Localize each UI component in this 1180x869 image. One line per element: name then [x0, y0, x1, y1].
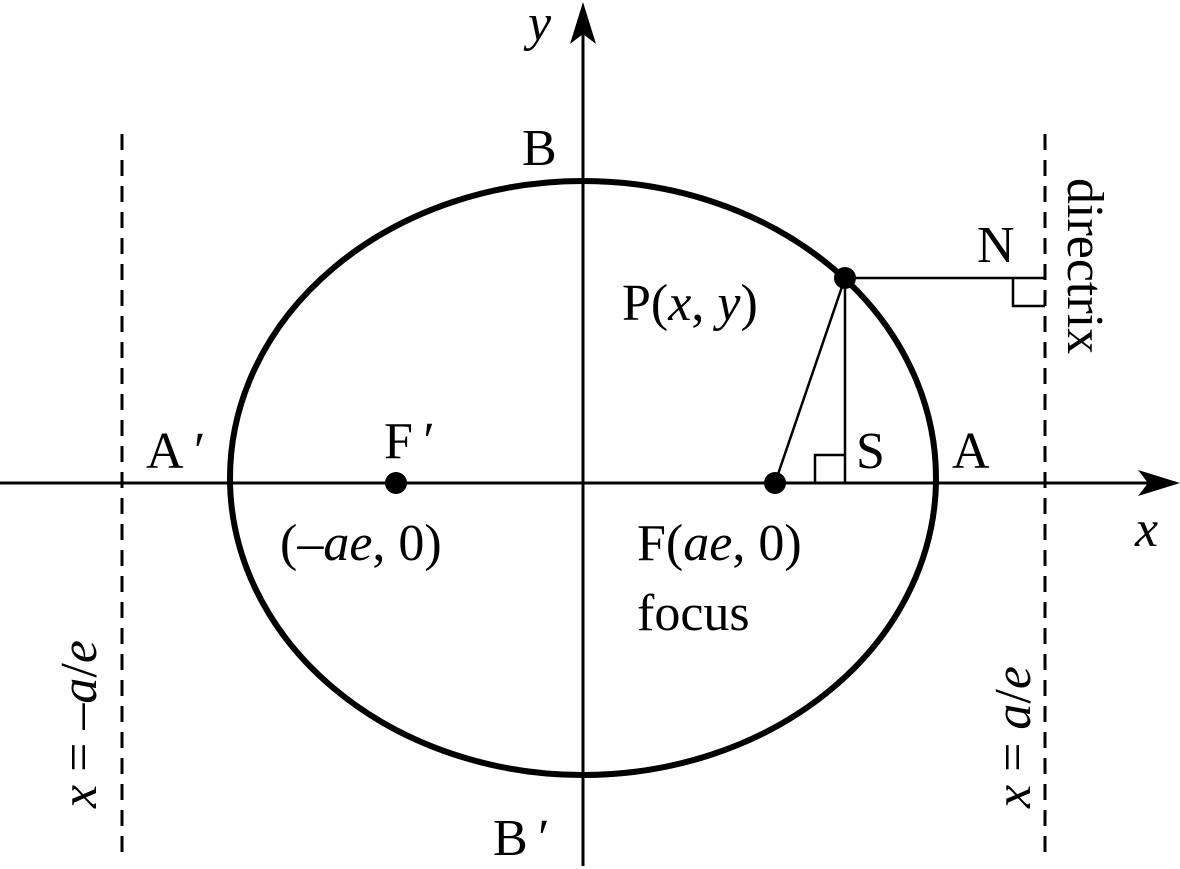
label-right-directrix-eq: x = a/e: [985, 666, 1042, 809]
label-B: B: [522, 120, 557, 177]
label-N: N: [977, 217, 1015, 274]
label-left-directrix-eq: x = –a/e: [51, 640, 108, 809]
label-A: A: [952, 423, 990, 480]
label-B-prime: B ′: [493, 810, 549, 867]
point-F-prime: [385, 472, 407, 494]
label-S: S: [856, 423, 885, 480]
point-P: [834, 267, 856, 289]
label-F-coord: F(ae, 0): [637, 515, 802, 572]
point-F: [764, 472, 786, 494]
x-axis-label: x: [1134, 501, 1158, 558]
segment-PF: [773, 277, 847, 484]
x-axis-arrowhead: [1138, 470, 1180, 496]
label-F-prime: F ′: [384, 413, 435, 470]
right-angle-mark-N: [1011, 278, 1045, 308]
ellipse-curve: [227, 178, 939, 778]
right-angle-mark-S: [813, 453, 845, 483]
label-focus: focus: [637, 585, 750, 642]
y-axis-label: y: [523, 0, 552, 52]
label-F-prime-coord: (–ae, 0): [280, 515, 442, 572]
label-directrix: directrix: [1056, 178, 1113, 354]
label-A-prime: A ′: [146, 423, 205, 480]
label-P: P(x, y): [622, 275, 758, 332]
y-axis-arrowhead: [570, 2, 596, 44]
